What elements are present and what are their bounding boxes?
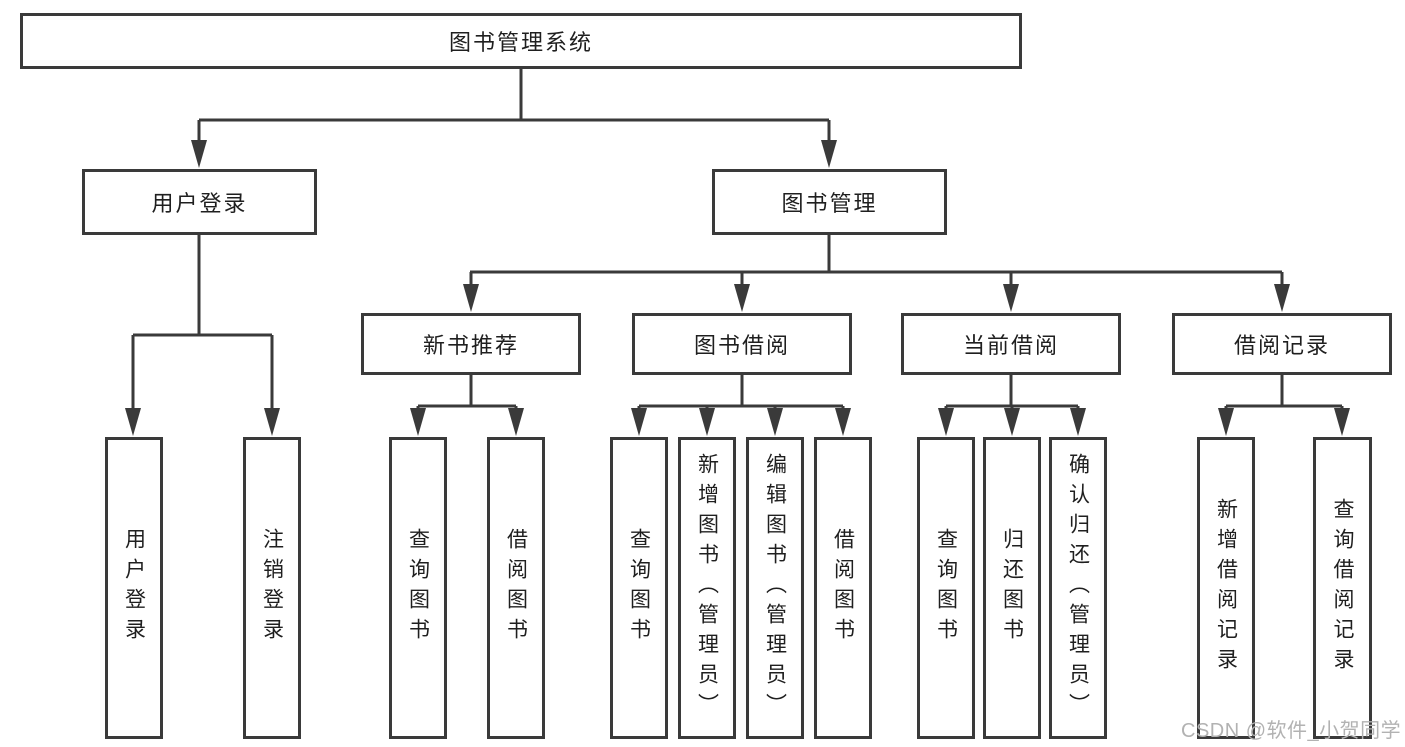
node-label: 图书借阅 xyxy=(693,333,790,358)
node-label: 当前借阅 xyxy=(962,333,1059,358)
node-label: 查询图书 xyxy=(934,528,958,648)
node-leaf-add-borrow-record: 新增借阅记录 xyxy=(1197,437,1255,739)
node-label: 用户登录 xyxy=(151,191,248,216)
node-leaf-query-books-borrowing: 查询图书 xyxy=(610,437,668,739)
node-label: 注销登录 xyxy=(260,528,284,648)
node-label: 查询图书 xyxy=(406,528,430,648)
node-label: 确认归还（管理员） xyxy=(1066,453,1090,723)
node-label: 归还图书 xyxy=(1000,528,1024,648)
node-user-login: 用户登录 xyxy=(82,169,317,235)
node-label: 借阅记录 xyxy=(1233,333,1330,358)
node-leaf-return-books: 归还图书 xyxy=(983,437,1041,739)
node-leaf-query-borrow-record: 查询借阅记录 xyxy=(1313,437,1372,739)
node-leaf-edit-books-admin: 编辑图书（管理员） xyxy=(746,437,804,739)
node-label: 借阅图书 xyxy=(831,528,855,648)
node-leaf-borrow-books: 借阅图书 xyxy=(814,437,872,739)
node-book-management: 图书管理 xyxy=(712,169,947,235)
node-label: 查询借阅记录 xyxy=(1331,498,1354,678)
node-label: 图书管理系统 xyxy=(448,30,593,55)
node-leaf-user-login: 用户登录 xyxy=(105,437,163,739)
node-label: 新增借阅记录 xyxy=(1214,498,1238,678)
node-library-management-system: 图书管理系统 xyxy=(20,13,1022,69)
node-label: 用户登录 xyxy=(122,528,146,648)
csdn-watermark: CSDN @软件_小贺同学 xyxy=(1181,720,1402,742)
node-label: 查询图书 xyxy=(627,528,651,648)
node-label: 新书推荐 xyxy=(422,333,519,358)
node-book-borrowing: 图书借阅 xyxy=(632,313,852,375)
node-label: 新增图书（管理员） xyxy=(695,453,719,723)
node-label: 图书管理 xyxy=(781,191,878,216)
node-leaf-add-books-admin: 新增图书（管理员） xyxy=(678,437,736,739)
node-leaf-query-books-current: 查询图书 xyxy=(917,437,975,739)
node-leaf-confirm-return-admin: 确认归还（管理员） xyxy=(1049,437,1107,739)
node-new-book-recommendation: 新书推荐 xyxy=(361,313,581,375)
node-leaf-borrow-books-recommend: 借阅图书 xyxy=(487,437,545,739)
node-label: 编辑图书（管理员） xyxy=(763,453,787,723)
node-current-borrowing: 当前借阅 xyxy=(901,313,1121,375)
node-label: 借阅图书 xyxy=(504,528,528,648)
node-borrowing-records: 借阅记录 xyxy=(1172,313,1392,375)
node-leaf-query-books-recommend: 查询图书 xyxy=(389,437,447,739)
node-leaf-logout: 注销登录 xyxy=(243,437,301,739)
